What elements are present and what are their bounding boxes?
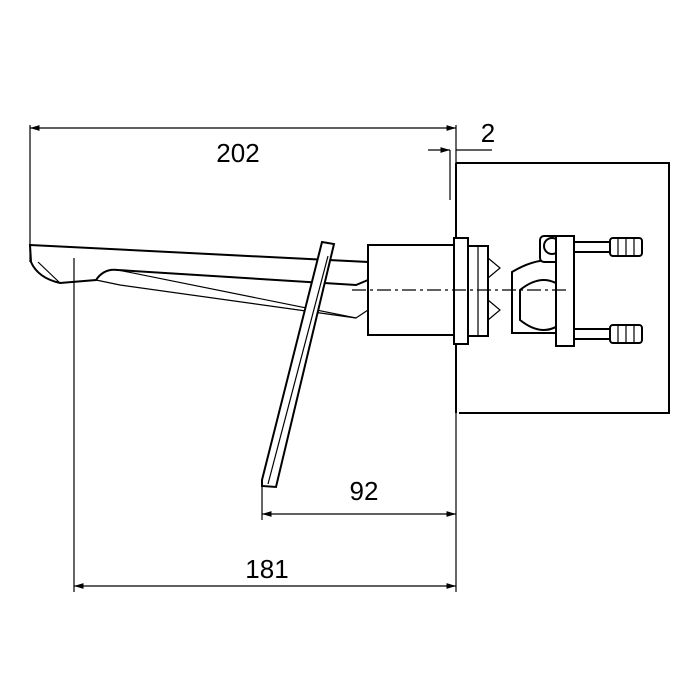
spout xyxy=(28,243,369,319)
valve-body xyxy=(367,237,501,345)
dimension-label-handle: 92 xyxy=(350,476,379,506)
inlet-pipe-bottom xyxy=(573,324,643,344)
dimension-label-overall: 202 xyxy=(216,138,259,168)
dimension-plate-thickness: 2 xyxy=(428,118,495,153)
dimension-overall-length: 202 xyxy=(29,125,457,262)
wall-box xyxy=(449,150,670,414)
dimension-label-spout: 181 xyxy=(245,554,288,584)
inlet-pipe-top xyxy=(573,237,643,257)
dimension-handle-to-wall: 92 xyxy=(261,413,457,520)
dimension-spout-to-wall: 181 xyxy=(73,258,457,592)
cartridge xyxy=(511,235,575,347)
dimension-label-thickness: 2 xyxy=(481,118,495,148)
lever-handle xyxy=(261,240,336,489)
